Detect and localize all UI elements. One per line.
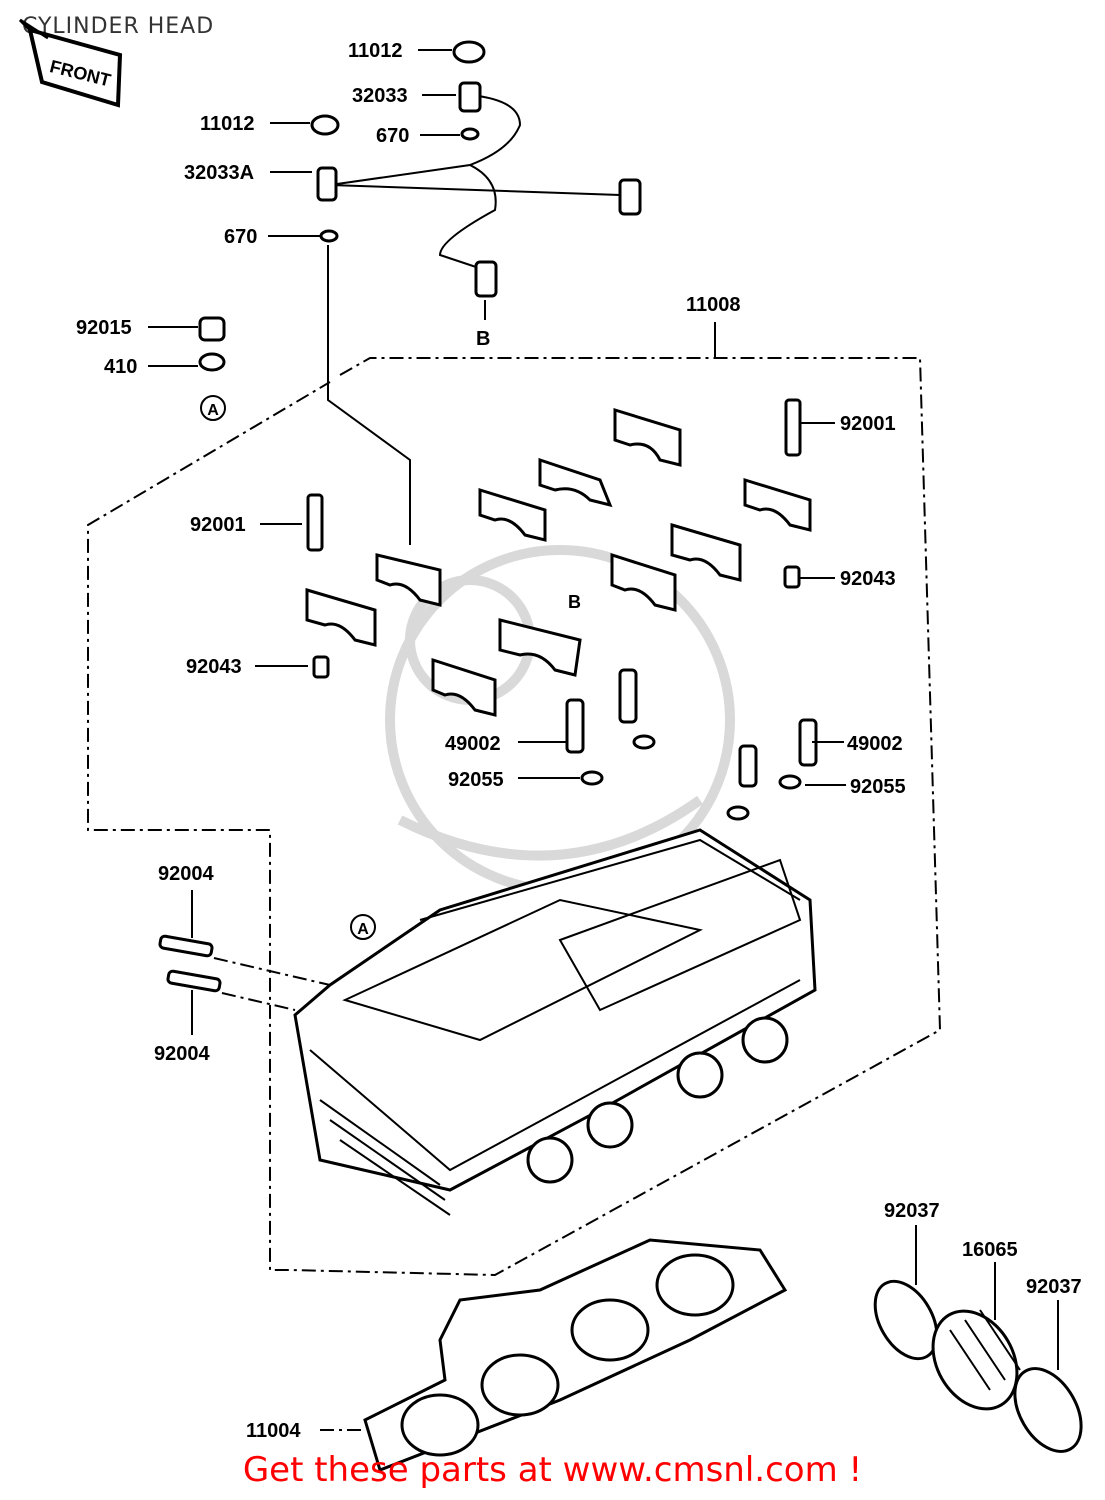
label-16065: 16065 — [962, 1239, 1018, 1261]
label-410: 410 — [104, 356, 137, 378]
kit-outline-11008 — [87, 357, 942, 1277]
camshaft-caps — [305, 398, 812, 717]
footer-link-text[interactable]: Get these parts at www.cmsnl.com ! — [242, 1450, 863, 1490]
plug-and-washer: A — [198, 316, 226, 421]
marker-b-cap: B — [568, 592, 581, 612]
label-11012-top: 11012 — [348, 40, 403, 62]
label-92043-right: 92043 — [840, 568, 896, 590]
label-92001-left: 92001 — [190, 514, 246, 536]
label-92015: 92015 — [76, 317, 132, 339]
label-670-top: 670 — [376, 125, 409, 147]
valve-components: B — [565, 592, 818, 821]
marker-b-pipe: B — [476, 328, 490, 350]
label-92037-right: 92037 — [1026, 1276, 1082, 1298]
label-32033A: 32033A — [184, 162, 254, 184]
label-11008: 11008 — [686, 294, 741, 316]
label-92055-right: 92055 — [850, 776, 906, 798]
label-11012-left: 11012 — [200, 113, 255, 135]
carb-holder-clamps — [873, 1279, 1083, 1453]
label-670-left: 670 — [224, 226, 257, 248]
label-92001-right: 92001 — [840, 413, 896, 435]
label-92043-left: 92043 — [186, 656, 242, 678]
cylinder-head-body: A — [293, 828, 817, 1216]
oil-pipe-assembly — [310, 40, 642, 298]
marker-a-head: A — [357, 921, 369, 938]
head-gasket — [363, 1238, 788, 1472]
label-11004: 11004 — [246, 1420, 301, 1442]
label-49002-right: 49002 — [847, 733, 903, 755]
part-labels: 11012 32033 11012 670 32033A 670 11008 B… — [76, 40, 1082, 1442]
label-92037-left: 92037 — [884, 1200, 940, 1222]
leader-lines — [148, 49, 1059, 1431]
front-arrow-icon: FRONT — [18, 18, 123, 108]
studs-92004 — [158, 934, 331, 1011]
label-92004-top: 92004 — [158, 863, 214, 885]
marker-a-upper: A — [207, 402, 219, 419]
label-49002-left: 49002 — [445, 733, 501, 755]
label-92004-bottom: 92004 — [154, 1043, 210, 1065]
label-32033: 32033 — [352, 85, 408, 107]
label-92055-left: 92055 — [448, 769, 504, 791]
